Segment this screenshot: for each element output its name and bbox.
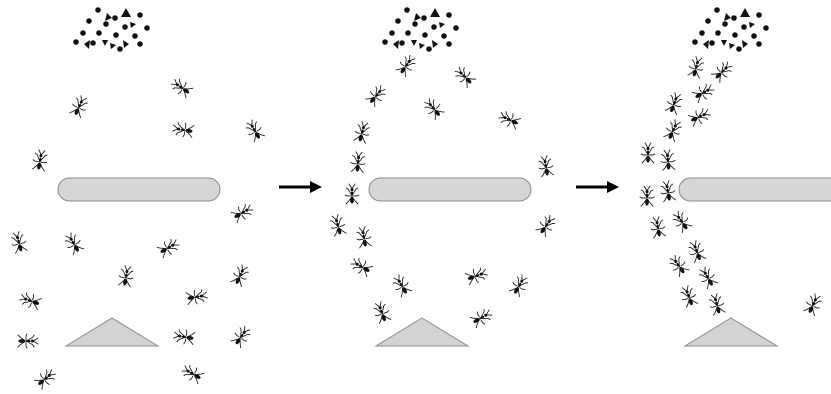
ant-icon: [802, 291, 825, 317]
ant-icon: [686, 55, 707, 80]
ant-icon: [464, 265, 490, 287]
ant-icon: [691, 80, 717, 105]
ant-icon: [451, 63, 477, 89]
ant-icon: [421, 95, 446, 121]
ant-icon: [507, 272, 532, 298]
ant-icon: [669, 208, 694, 234]
ant-icon: [31, 148, 50, 172]
ant-icon: [371, 299, 393, 325]
ant-icon: [229, 323, 254, 349]
ant-icon: [242, 117, 267, 143]
ant-icon: [344, 183, 360, 205]
ant-icon: [354, 225, 373, 249]
ant-icon: [695, 264, 720, 290]
ant-icon: [327, 213, 348, 238]
ant-icon: [8, 230, 29, 255]
nest-triangle: [64, 317, 160, 347]
ant-icon: [536, 154, 555, 178]
ant-icon: [706, 292, 727, 317]
panel-two-routes: [327, 7, 559, 347]
ant-icon: [352, 120, 373, 145]
ant-icon: [348, 254, 374, 279]
ant-icon: [648, 215, 667, 239]
ant-icon: [662, 117, 685, 143]
ant-icon: [639, 185, 655, 207]
ant-icon: [185, 287, 209, 306]
ant-icon: [17, 333, 39, 349]
ant-icon: [534, 212, 559, 238]
right-arrow-icon: [576, 181, 619, 193]
ant-icon: [658, 179, 677, 203]
obstacle-bar: [678, 177, 831, 202]
ant-icon: [229, 262, 252, 288]
ant-icon: [394, 52, 419, 78]
ant-icon: [389, 272, 414, 298]
ant-icon: [678, 283, 700, 309]
ant-icon: [659, 148, 677, 172]
ant-icon: [710, 58, 736, 84]
food-cluster-icon: [382, 7, 459, 52]
nest-triangle: [683, 317, 779, 347]
panel-shortest-route: [639, 7, 831, 347]
food-cluster-icon: [692, 7, 769, 52]
ant-icon: [68, 93, 91, 119]
ant-icon: [349, 150, 367, 174]
ant-icon: [663, 90, 685, 116]
ant-icon: [640, 142, 656, 164]
ant-icon: [230, 200, 256, 225]
obstacle-bar: [57, 177, 221, 202]
ant-icon: [364, 82, 389, 108]
ant-icon: [179, 361, 205, 386]
ant-icon: [496, 108, 522, 131]
ant-icon: [33, 366, 59, 391]
ant-icon: [666, 252, 691, 278]
ant-icon: [61, 230, 86, 256]
ant-icon: [172, 327, 196, 346]
nest-triangle: [374, 317, 470, 347]
ant-icon: [156, 235, 182, 260]
obstacle-bar: [368, 177, 532, 202]
right-arrow-icon: [279, 181, 322, 193]
food-cluster-icon: [73, 7, 150, 52]
ant-icon: [17, 290, 43, 312]
ant-icon: [117, 264, 136, 288]
ant-icon: [687, 105, 713, 128]
ant-icon: [469, 305, 495, 330]
ant-icon: [686, 238, 708, 264]
panel-random-search: [8, 7, 267, 391]
ant-icon: [168, 75, 194, 100]
ant-icon: [171, 120, 195, 139]
